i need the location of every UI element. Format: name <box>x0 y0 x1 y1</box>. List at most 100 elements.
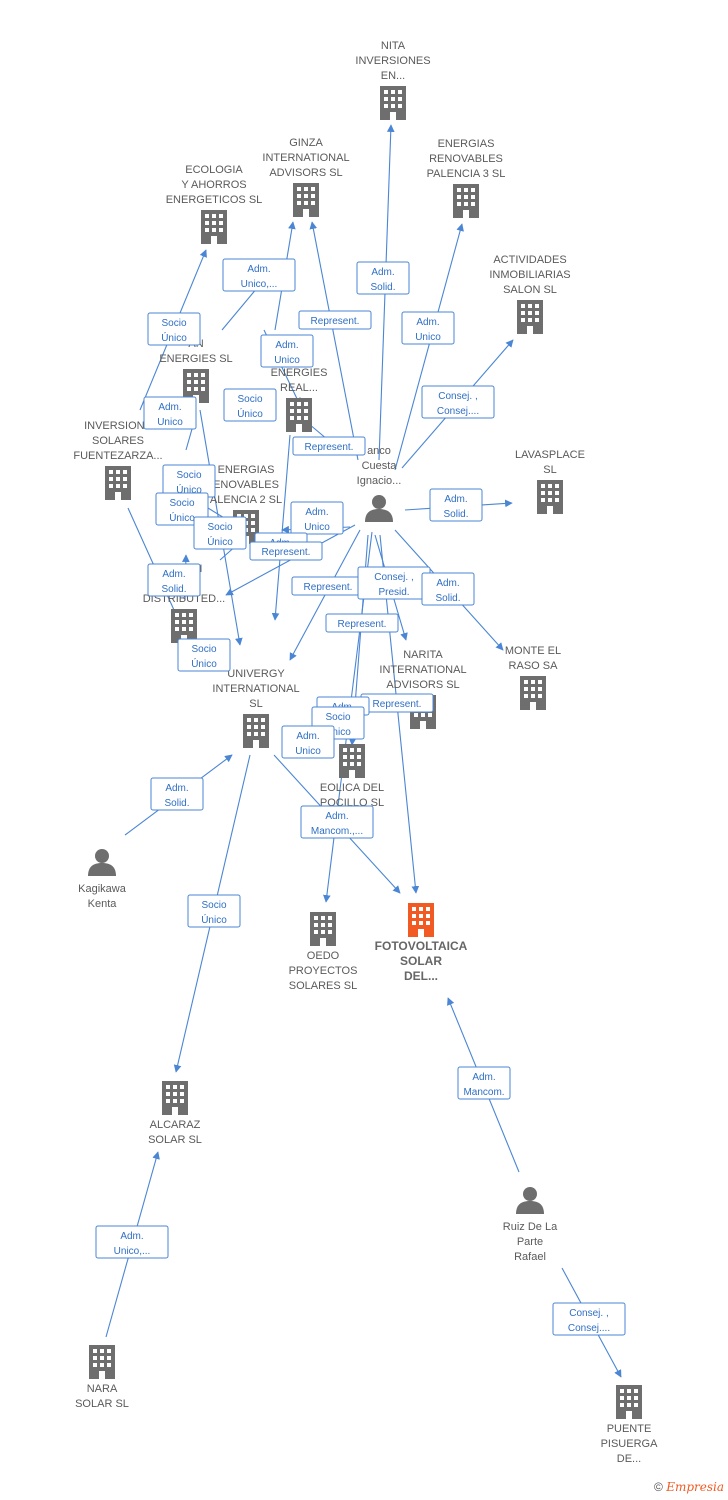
building-icon <box>310 912 336 946</box>
building-icon <box>537 480 563 514</box>
relation-label[interactable]: Adm.Unico <box>290 501 344 535</box>
node-label: INVERSIONES <box>355 55 430 67</box>
relation-label[interactable]: Adm.Solid. <box>147 563 201 597</box>
relation-label[interactable]: Adm. Solid. <box>356 261 410 295</box>
node-label: GINZA <box>289 137 323 149</box>
building-icon <box>286 398 312 432</box>
relation-label[interactable]: Consej. ,Consej.... <box>552 1302 626 1336</box>
node-label: anco <box>367 445 391 457</box>
node-blanco[interactable]: ancoCuestaIgnacio... <box>357 445 402 522</box>
relation-box <box>147 312 201 346</box>
building-icon <box>89 1345 115 1379</box>
empresia-logo[interactable]: Empresia <box>666 1480 724 1494</box>
node-label: Kenta <box>88 898 118 910</box>
relation-text: Único <box>207 535 233 548</box>
relation-label[interactable]: Adm.Unico <box>143 396 197 430</box>
relation-text: Consej. , <box>438 391 477 402</box>
building-icon <box>339 744 365 778</box>
relation-text: Socio <box>207 522 232 533</box>
node-label: SOLAR <box>400 954 442 968</box>
relation-label[interactable]: Represent. <box>292 436 366 456</box>
relation-box <box>429 488 483 522</box>
relation-label[interactable]: Adm.Solid. <box>150 777 204 811</box>
relation-label[interactable]: Consej. , Consej.... <box>421 385 495 419</box>
relation-text: Represent. <box>262 547 311 558</box>
relation-text: Único <box>191 657 217 670</box>
relation-label[interactable]: Adm.Unico,... <box>222 258 296 292</box>
node-lan_energies[interactable]: ANENERGIES SL <box>159 338 233 403</box>
relation-label[interactable]: Adm.Mancom.,... <box>300 805 374 839</box>
building-icon <box>453 184 479 218</box>
relation-text: Socio <box>325 712 350 723</box>
relation-label[interactable]: Adm.Solid. <box>421 572 475 606</box>
node-puente[interactable]: PUENTEPISUERGADE... <box>601 1385 659 1465</box>
node-label: Cuesta <box>362 460 398 472</box>
person-icon <box>365 495 393 522</box>
relation-box <box>143 396 197 430</box>
node-label: Ruiz De La <box>503 1221 558 1233</box>
node-label: ALCARAZ <box>150 1119 201 1131</box>
relation-label[interactable]: Adm.Mancom. <box>457 1066 511 1100</box>
relation-label[interactable]: Adm.Unico,... <box>95 1225 169 1259</box>
building-icon <box>105 466 131 500</box>
relation-label[interactable]: Represent. <box>325 613 399 633</box>
relations-layer: Adm. Solid. Adm.Unico,... Represent. Adm.Uni… <box>95 258 626 1336</box>
relation-box <box>187 894 241 928</box>
building-icon <box>293 183 319 217</box>
node-label: SOLAR SL <box>75 1398 129 1410</box>
relation-label[interactable]: Represent. <box>291 576 365 596</box>
node-fuentezarza[interactable]: INVERSIONESOLARESFUENTEZARZA... <box>73 420 163 500</box>
relation-label[interactable]: Represent. <box>360 693 434 713</box>
relation-label[interactable]: Adm.Unico <box>281 725 335 759</box>
relation-label[interactable]: Adm.Unico <box>401 311 455 345</box>
node-label: Rafael <box>514 1251 546 1263</box>
relation-label[interactable]: Consej. ,Presid. <box>357 566 431 600</box>
relation-text: Adm. <box>165 783 188 794</box>
node-label: REAL... <box>280 382 318 394</box>
node-fotovoltaica[interactable]: FOTOVOLTAICASOLARDEL... <box>375 903 468 983</box>
node-label: SOLARES <box>92 435 144 447</box>
node-nita[interactable]: NITAINVERSIONESEN... <box>355 40 431 120</box>
relation-text: Adm. <box>247 264 270 275</box>
building-icon <box>201 210 227 244</box>
relation-label[interactable]: Adm.Unico <box>260 334 314 368</box>
relation-box <box>421 572 475 606</box>
relation-box <box>177 638 231 672</box>
relation-text: Mancom.,... <box>311 826 363 837</box>
person-icon <box>516 1187 544 1214</box>
relation-text: Adm. <box>371 267 394 278</box>
edge-line <box>309 221 359 461</box>
node-label: ALENCIA 2 SL <box>210 494 282 506</box>
relation-box <box>298 310 372 330</box>
node-label: SL <box>543 464 556 476</box>
relation-label[interactable]: Adm.Solid. <box>429 488 483 522</box>
relation-label[interactable]: Represent. <box>249 541 323 561</box>
relation-text: Único <box>161 331 187 344</box>
relation-label[interactable]: Represent. <box>298 310 372 330</box>
relation-text: Solid. <box>370 282 395 293</box>
relation-text: Consej.... <box>437 406 479 417</box>
relation-text: Represent. <box>311 316 360 327</box>
copyright-symbol: © <box>654 1480 663 1494</box>
node-label: RASO SA <box>509 660 559 672</box>
